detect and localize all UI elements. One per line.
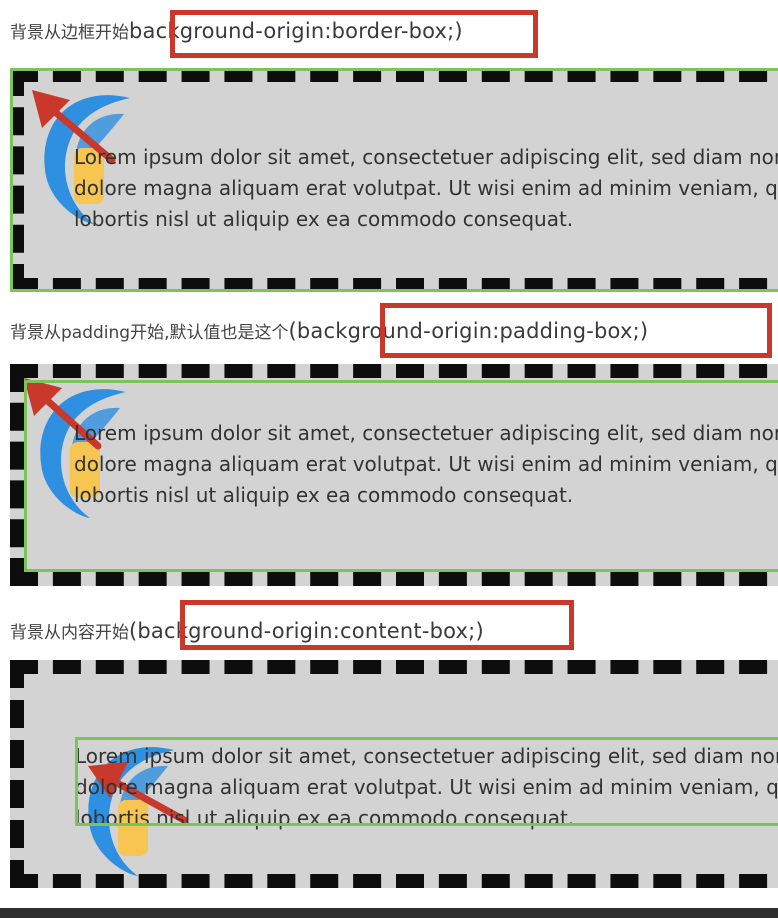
section-code: (background-origin:padding-box;) [288,319,649,343]
demo-box-padding-box: Lorem ipsum dolor sit amet, consectetuer… [10,364,778,586]
demo-box-border-box: Lorem ipsum dolor sit amet, consectetuer… [10,68,778,292]
text-line: Lorem ipsum dolor sit amet, consectetuer… [75,744,778,768]
red-arrow-icon [32,90,116,164]
code-highlight-box [180,600,574,650]
red-arrow-icon [88,762,188,824]
section-heading-border-box: 背景从边框开始background-origin:border-box;) [10,18,463,43]
logo-icon [40,389,126,518]
bottom-edge-bar [0,908,778,918]
logo-icon [44,95,130,224]
lorem-paragraph: Lorem ipsum dolor sit amet, consectetuer… [74,142,778,235]
red-arrow-icon [24,378,102,450]
origin-outline-padding-box [24,380,778,572]
code-highlight-box [380,303,772,358]
origin-outline-content-box [75,737,778,826]
text-line: dolore magna aliquam erat volutpat. Ut w… [74,452,778,476]
lorem-paragraph: Lorem ipsum dolor sit amet, consectetuer… [75,741,778,834]
text-line: dolore magna aliquam erat volutpat. Ut w… [75,775,778,799]
section-label: 背景从内容开始 [10,623,129,643]
text-line: lobortis nisl ut aliquip ex ea commodo c… [74,483,574,507]
demo-box-content-box: Lorem ipsum dolor sit amet, consectetuer… [10,660,778,888]
section-code: (background-origin:content-box;) [129,619,484,643]
lorem-paragraph: Lorem ipsum dolor sit amet, consectetuer… [74,418,778,511]
section-heading-content-box: 背景从内容开始(background-origin:content-box;) [10,618,484,643]
text-line: Lorem ipsum dolor sit amet, consectetuer… [74,421,778,445]
text-line: lobortis nisl ut aliquip ex ea commodo c… [75,806,575,830]
text-line: Lorem ipsum dolor sit amet, consectetuer… [74,145,778,169]
origin-outline-border-box [10,68,778,292]
text-line: dolore magna aliquam erat volutpat. Ut w… [74,176,778,200]
text-line: lobortis nisl ut aliquip ex ea commodo c… [74,207,574,231]
section-label: 背景从padding开始,默认值也是这个 [10,323,289,343]
section-heading-padding-box: 背景从padding开始,默认值也是这个(background-origin:p… [10,318,648,343]
code-highlight-box [170,10,538,58]
section-code: background-origin:border-box;) [129,19,463,43]
section-label: 背景从边框开始 [10,23,129,43]
